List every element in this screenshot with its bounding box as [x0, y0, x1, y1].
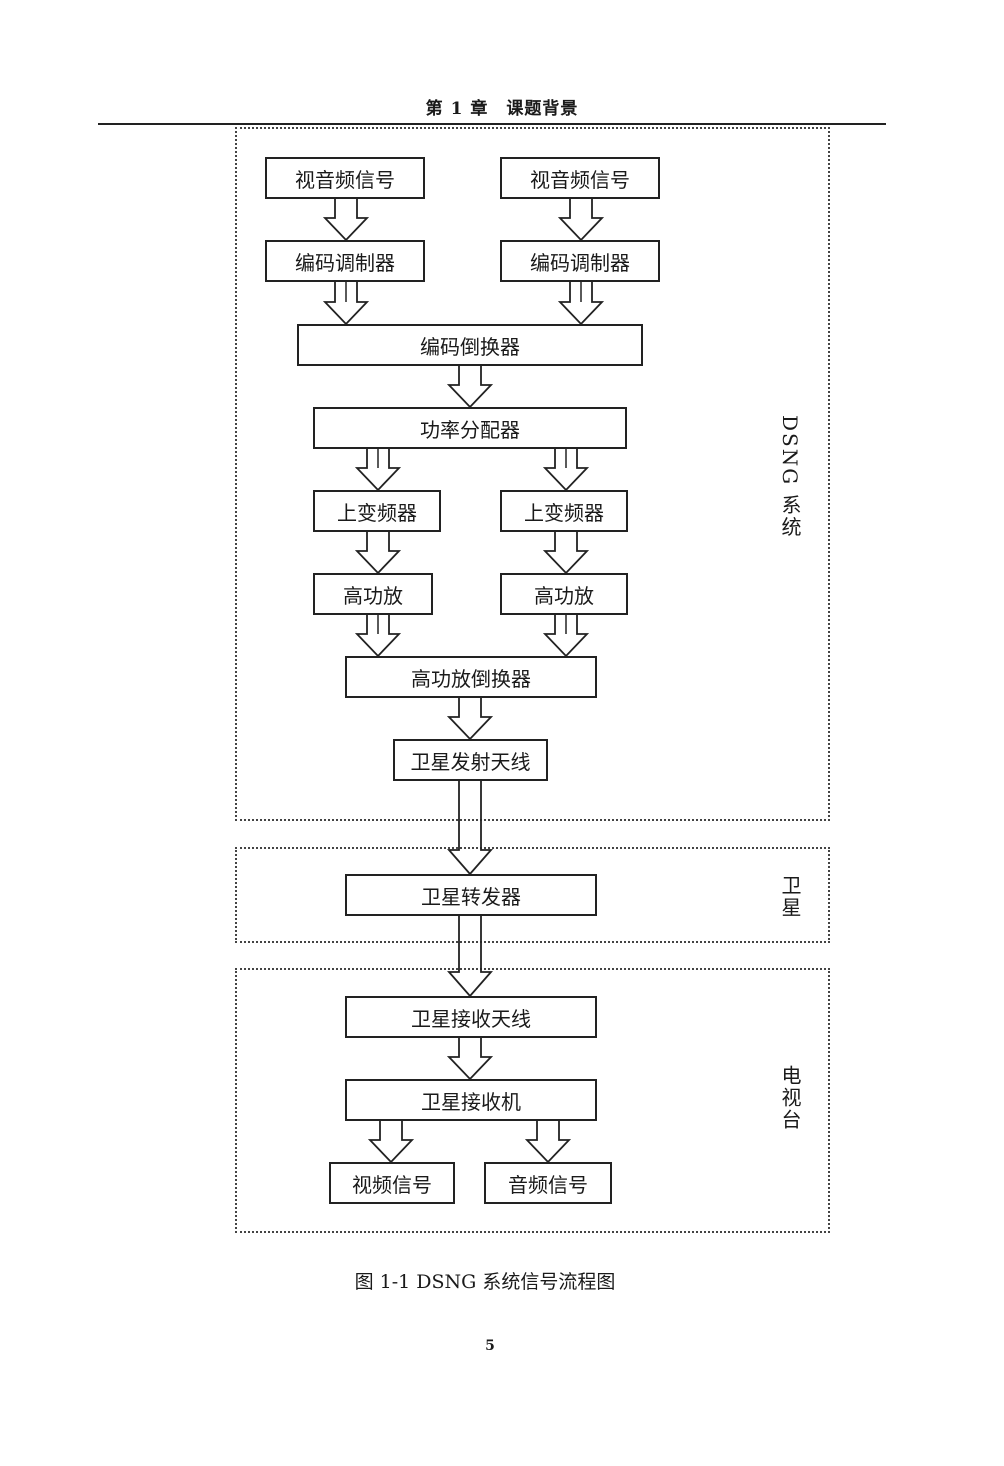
sat-tx-antenna-box[interactable]: 卫星发射天线: [393, 739, 548, 781]
power-divider-box[interactable]: 功率分配器: [313, 407, 627, 449]
video-signal-box[interactable]: 视频信号: [329, 1162, 455, 1204]
arrow-hpa-left-to-switch: [354, 613, 402, 658]
dsng-system-group: [235, 127, 830, 821]
audio-signal-box[interactable]: 音频信号: [484, 1162, 612, 1204]
arrow-receiver-to-video: [367, 1119, 415, 1164]
tv-station-group: [235, 968, 830, 1233]
av-signal-right-box[interactable]: 视音频信号: [500, 157, 660, 199]
arrow-divider-to-upconverter-left: [354, 447, 402, 492]
arrow-upconverter-left-to-hpa: [354, 530, 402, 575]
arrow-encoder-right-to-switch: [557, 280, 605, 326]
dsng-system-label: DSNG 系统: [778, 415, 802, 539]
arrow-antenna-to-transponder: [447, 779, 493, 876]
sat-rx-antenna-box[interactable]: 卫星接收天线: [345, 996, 597, 1038]
upconverter-left-box[interactable]: 上变频器: [313, 490, 441, 532]
arrow-receiver-to-audio: [524, 1119, 572, 1164]
satellite-label: 卫星: [778, 875, 802, 919]
encoder-modulator-right-box[interactable]: 编码调制器: [500, 240, 660, 282]
sat-transponder-box[interactable]: 卫星转发器: [345, 874, 597, 916]
arrow-switch-to-divider: [446, 364, 494, 409]
satellite-group: [235, 847, 830, 943]
arrow-av-right-to-encoder: [557, 197, 605, 242]
encoder-modulator-left-box[interactable]: 编码调制器: [265, 240, 425, 282]
arrow-hpa-switch-to-antenna: [446, 696, 494, 741]
arrow-encoder-left-to-switch: [322, 280, 370, 326]
arrow-divider-to-upconverter-right: [542, 447, 590, 492]
figure-caption: 图 1-1 DSNG 系统信号流程图: [354, 1271, 616, 1293]
av-signal-left-box[interactable]: 视音频信号: [265, 157, 425, 199]
arrow-rx-antenna-to-receiver: [446, 1036, 494, 1081]
hpa-switch-box[interactable]: 高功放倒换器: [345, 656, 597, 698]
arrow-hpa-right-to-switch: [542, 613, 590, 658]
upconverter-right-box[interactable]: 上变频器: [500, 490, 628, 532]
tv-station-label: 电视台: [778, 1065, 802, 1131]
sat-receiver-box[interactable]: 卫星接收机: [345, 1079, 597, 1121]
encoder-switch-box[interactable]: 编码倒换器: [297, 324, 643, 366]
arrow-transponder-to-rx-antenna: [447, 914, 493, 998]
header-rule: [98, 123, 886, 125]
arrow-upconverter-right-to-hpa: [542, 530, 590, 575]
hpa-left-box[interactable]: 高功放: [313, 573, 433, 615]
page-number: 5: [485, 1338, 495, 1354]
arrow-av-left-to-encoder: [322, 197, 370, 242]
page-header: 第 1 章 课题背景: [425, 99, 579, 119]
hpa-right-box[interactable]: 高功放: [500, 573, 628, 615]
